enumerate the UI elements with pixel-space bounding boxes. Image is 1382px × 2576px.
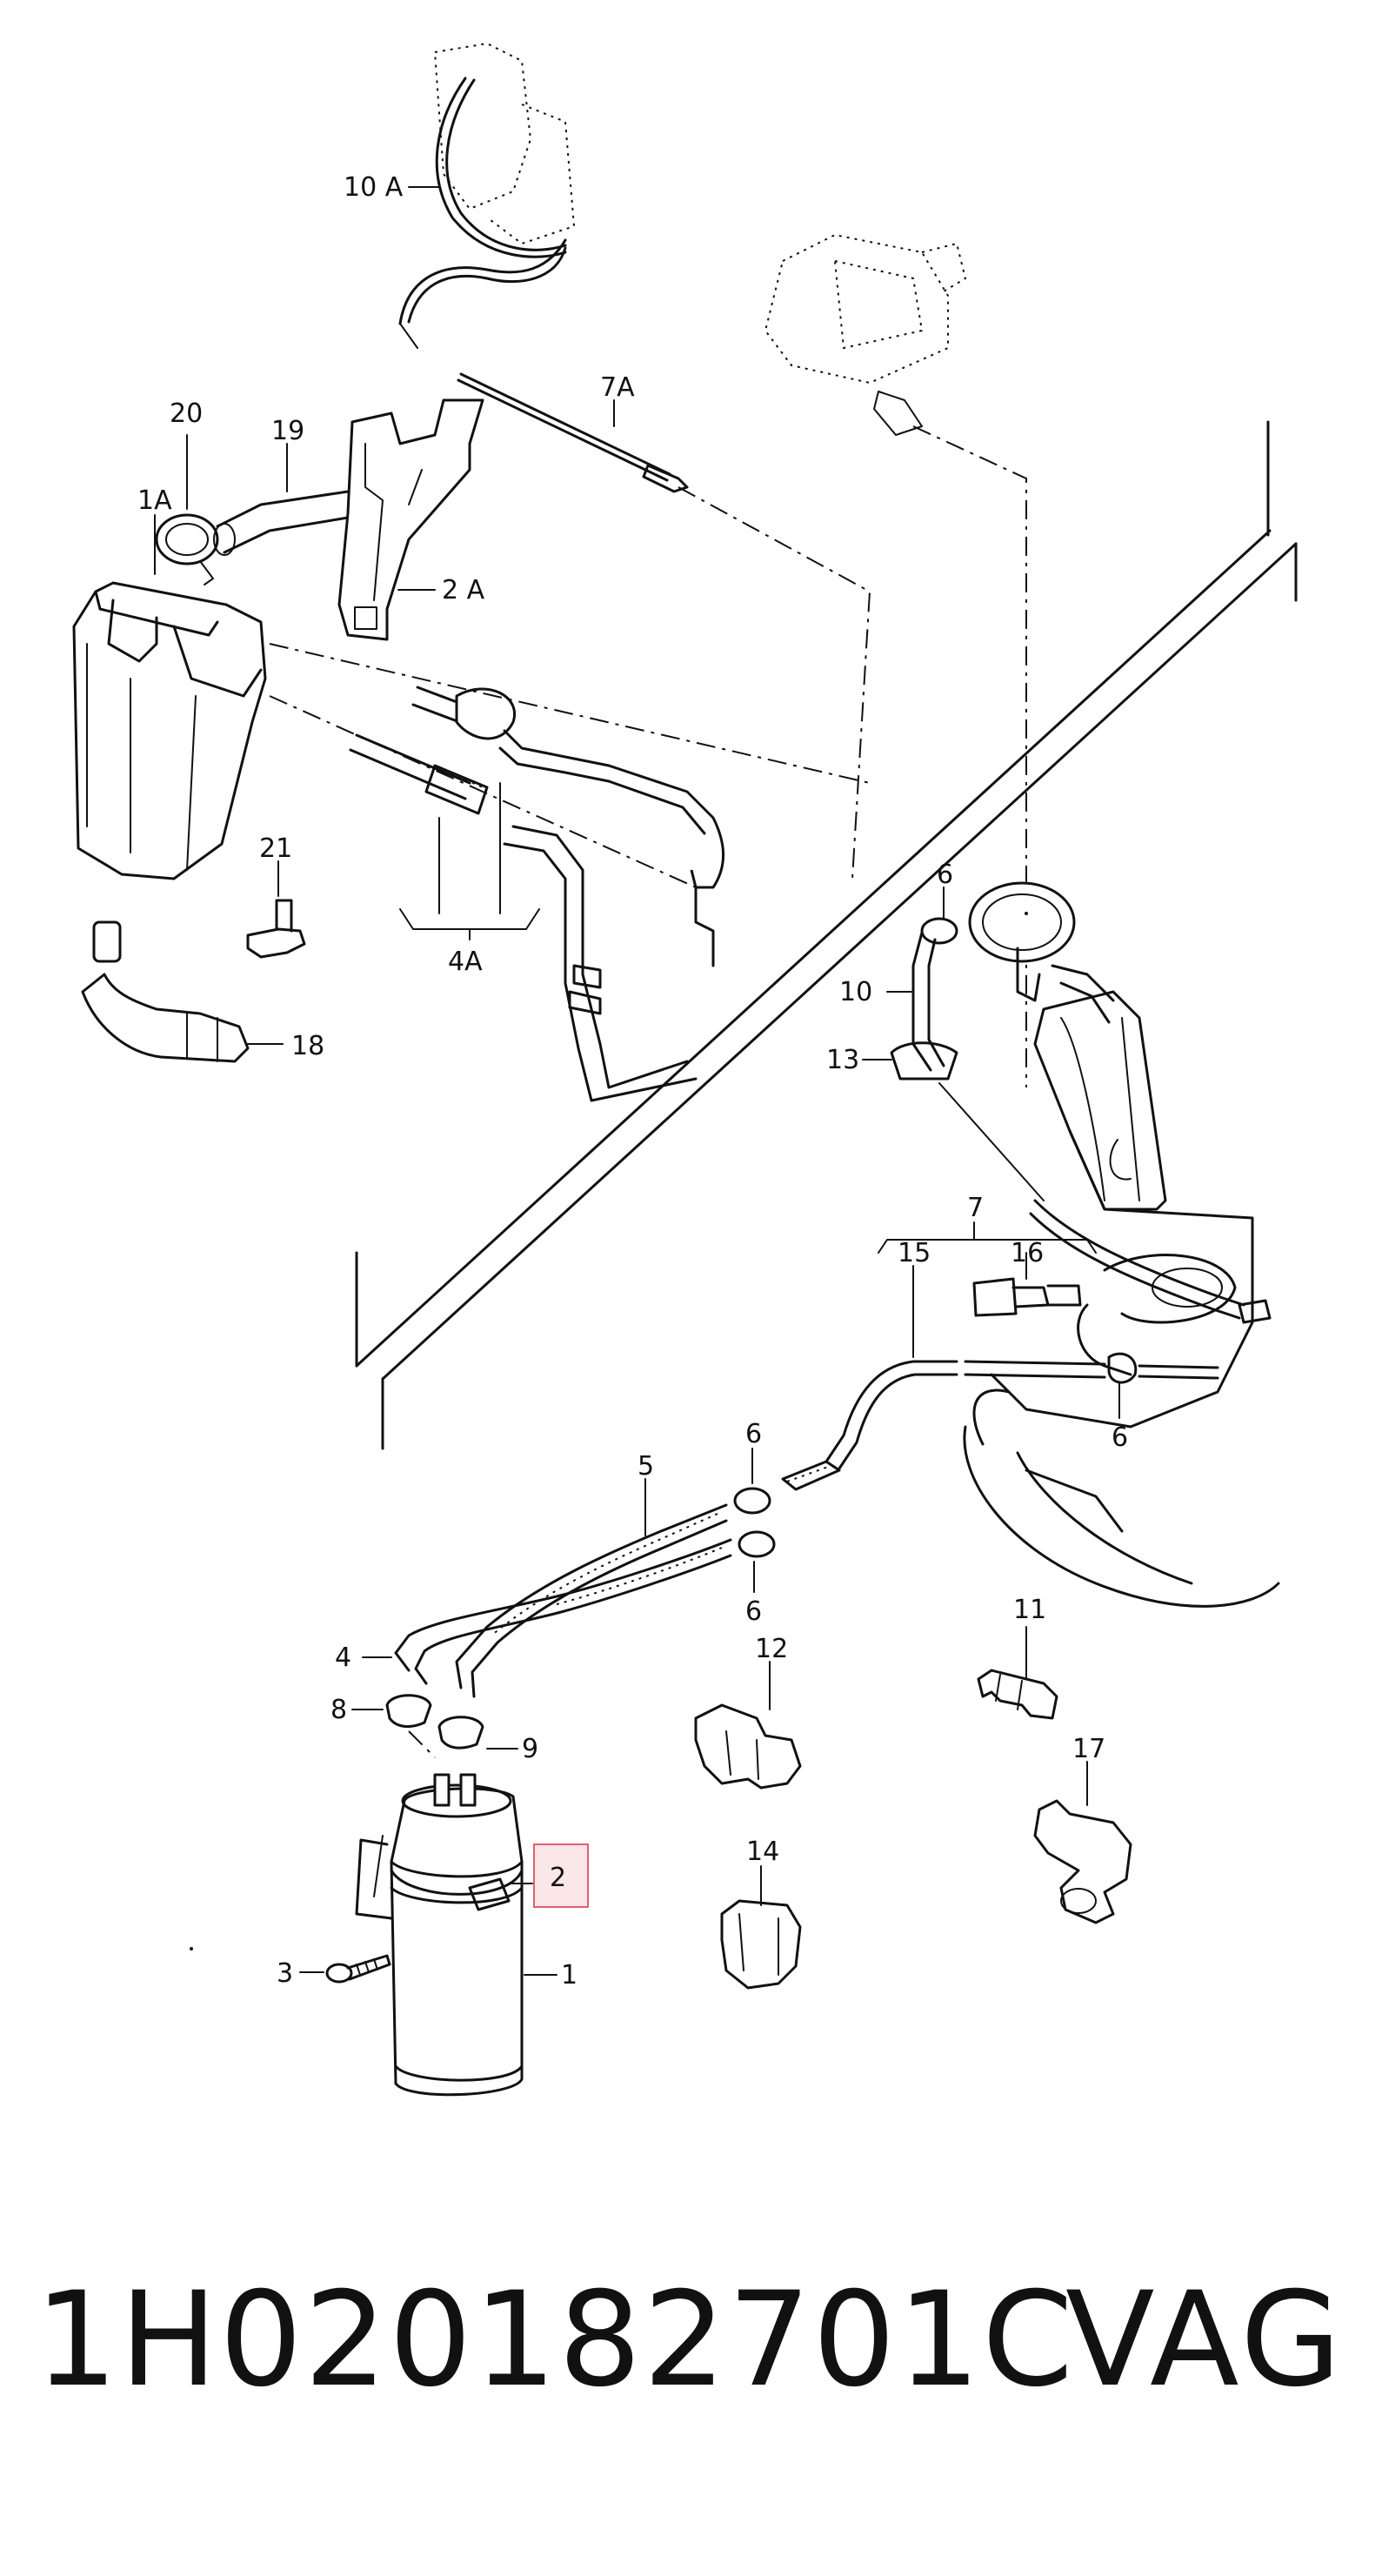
callout-20: 20 [170, 398, 203, 429]
charcoal-canister-1 [355, 1773, 524, 2097]
vent-line-7a [457, 372, 689, 493]
clip-17 [1033, 1799, 1132, 1924]
callout-18: 18 [291, 1031, 324, 1061]
callout-17: 17 [1072, 1734, 1105, 1764]
callout-4a: 4A [448, 947, 483, 977]
hose-assembly-4a [349, 686, 725, 1102]
clip-14 [720, 1899, 802, 1990]
clip-12 [694, 1703, 802, 1790]
callout-6-mid-upper: 6 [745, 1419, 762, 1449]
hose-18 [81, 920, 250, 1063]
callout-6-top: 6 [937, 860, 953, 890]
clip-9 [437, 1716, 484, 1750]
callout-16: 16 [1011, 1238, 1044, 1268]
purge-valve-assembly [890, 881, 1115, 1201]
screw-3 [325, 1954, 391, 1984]
callout-2-highlight[interactable] [533, 1843, 589, 1908]
vent-hose-4 [394, 1538, 732, 1685]
callout-9: 9 [522, 1734, 538, 1764]
bracket-2a [337, 398, 484, 641]
callout-2a: 2 A [442, 575, 485, 606]
part-number: 1H020182701C [35, 2265, 1075, 2416]
callout-14: 14 [746, 1837, 779, 1867]
hose-clamps-6 [733, 1487, 776, 1558]
callout-1: 1 [561, 1960, 578, 1991]
callout-7: 7 [967, 1193, 984, 1223]
callout-3: 3 [277, 1958, 293, 1989]
callout-6-mid-lower: 6 [745, 1596, 762, 1627]
callout-10a: 10 A [344, 172, 404, 203]
callout-21: 21 [259, 833, 292, 864]
callout-15: 15 [898, 1238, 931, 1268]
callout-8: 8 [330, 1695, 347, 1725]
hose-clamp-20 [155, 513, 219, 585]
mounting-strap-2 [390, 1869, 524, 1911]
callout-2[interactable]: 2 [550, 1863, 566, 1893]
clip-11 [977, 1669, 1058, 1720]
connector-16 [972, 1277, 1082, 1317]
expansion-tank-1a [72, 581, 267, 880]
callout-13: 13 [826, 1045, 859, 1075]
vent-hose-5 [455, 1503, 728, 1698]
callout-12: 12 [755, 1634, 788, 1664]
callout-10: 10 [839, 977, 872, 1007]
callout-4: 4 [335, 1643, 351, 1673]
wiring-harness-10a [398, 42, 576, 349]
vent-hose-15 [781, 1360, 958, 1491]
section-divider [355, 420, 1298, 1450]
clip-8 [385, 1694, 432, 1729]
fitting-21 [246, 899, 306, 959]
brand-name: VAG [1065, 2265, 1345, 2416]
callout-6-right: 6 [1112, 1422, 1128, 1453]
coolant-hose-19 [213, 490, 350, 556]
callout-19: 19 [271, 416, 304, 446]
bracket-4a [399, 782, 540, 940]
vent-line-7 [878, 1199, 1272, 1384]
callout-7a: 7A [600, 372, 635, 403]
air-filter-box [764, 233, 967, 436]
callout-11: 11 [1013, 1595, 1046, 1625]
filler-neck-area [963, 990, 1280, 1608]
callout-5: 5 [638, 1451, 654, 1482]
callout-1a: 1A [137, 485, 172, 516]
